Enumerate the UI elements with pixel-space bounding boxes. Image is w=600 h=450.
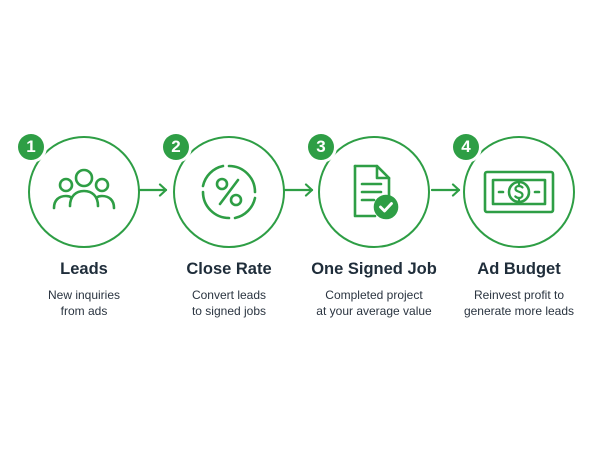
percent-icon [201, 164, 257, 220]
step-close-rate: 2 Close Rate Convert leads to signed job… [149, 134, 309, 326]
step-description: Convert leads to signed jobs [149, 287, 309, 319]
step-description-line: Convert leads [191, 288, 267, 302]
step-title: Leads [60, 260, 108, 278]
step-circle [463, 136, 575, 248]
step-circle [318, 136, 430, 248]
people-icon [52, 168, 116, 210]
step-ad-budget: 4 Ad Budget Reinvest profit to generate … [439, 134, 599, 326]
step-description-line: Completed project [325, 288, 423, 302]
step-title: Ad Budget [477, 260, 561, 278]
step-description-line: generate more leads [463, 304, 575, 318]
step-description: New inquiries from ads [4, 287, 164, 319]
step-number-badge: 1 [18, 134, 44, 160]
step-description-line: New inquiries [47, 288, 121, 302]
step-leads: 1 Leads New inquiries from ads [4, 134, 164, 326]
step-number-badge: 2 [163, 134, 189, 160]
step-title: Close Rate [186, 260, 272, 278]
arrow-right-icon [138, 183, 168, 197]
dollar-bill-icon [483, 170, 555, 214]
arrow-right-icon [284, 183, 314, 197]
step-description-line: from ads [60, 304, 108, 318]
step-description-line: Reinvest profit to [473, 288, 565, 302]
step-description: Completed project at your average value [294, 287, 454, 319]
step-title: One Signed Job [311, 260, 437, 278]
step-number-badge: 4 [453, 134, 479, 160]
step-one-signed-job: 3 One Signed Job Completed project at yo… [294, 134, 454, 326]
step-description: Reinvest profit to generate more leads [439, 287, 599, 319]
arrow-right-icon [431, 183, 461, 197]
signed-document-icon [353, 164, 399, 220]
step-circle [28, 136, 140, 248]
step-circle [173, 136, 285, 248]
step-description-line: at your average value [316, 304, 432, 318]
step-number-badge: 3 [308, 134, 334, 160]
step-description-line: to signed jobs [191, 304, 267, 318]
